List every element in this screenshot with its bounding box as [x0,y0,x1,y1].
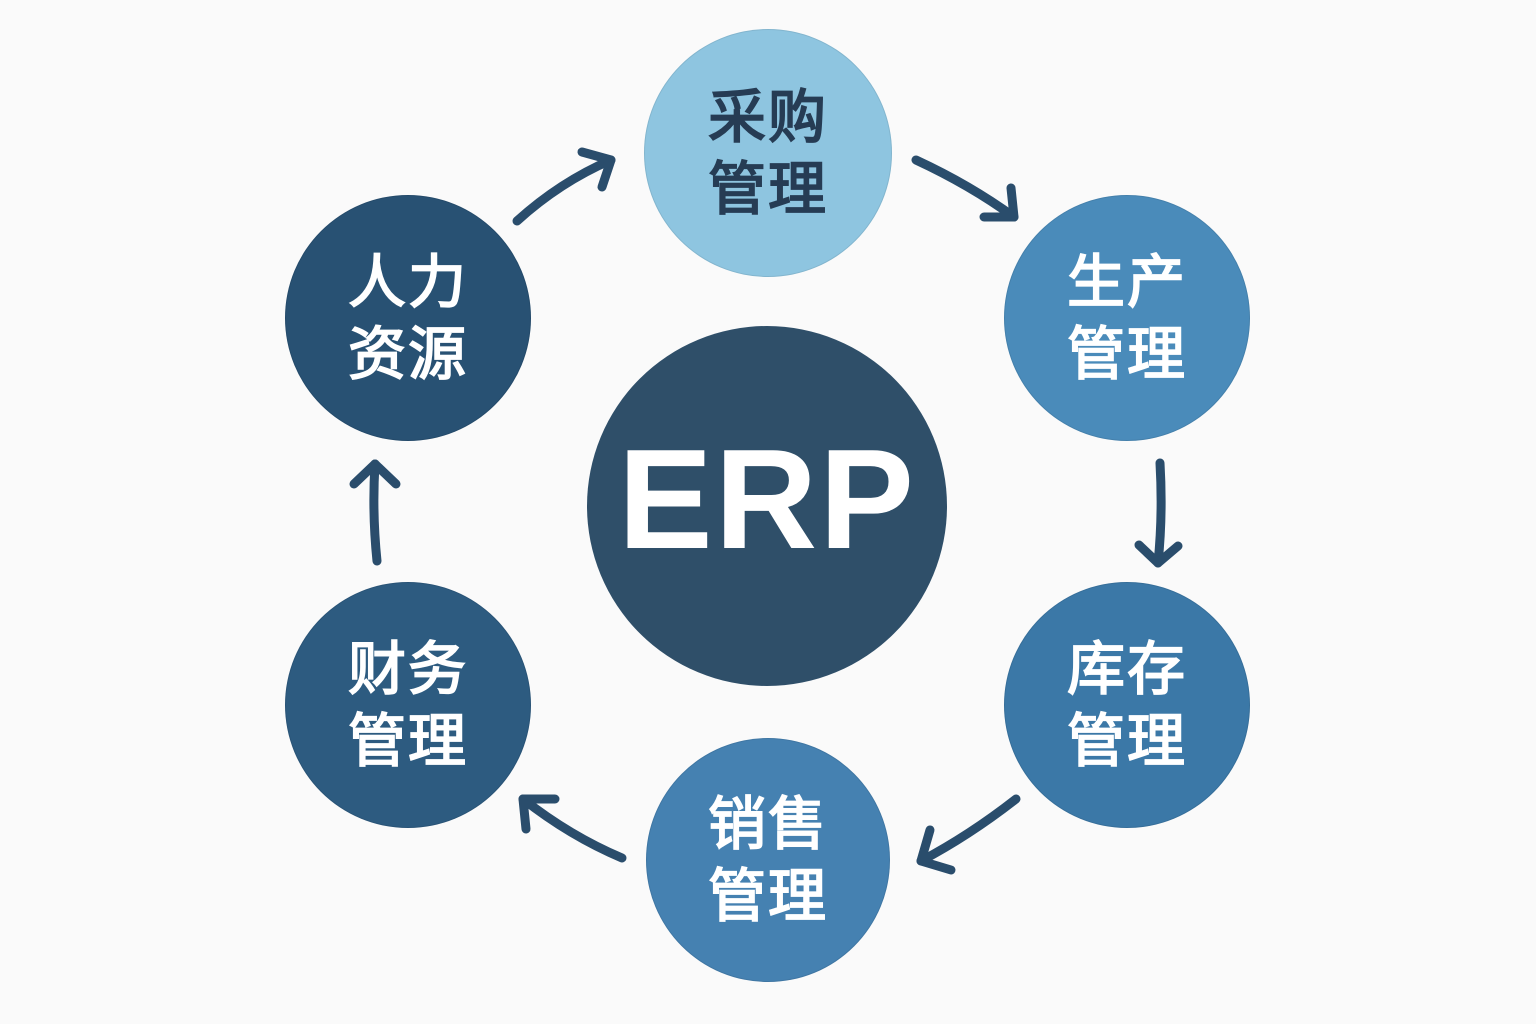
flow-arrow-inventory-to-sales [916,794,1021,875]
module-label-line-1: 人力 [347,248,468,316]
arrow-shaft [916,794,1021,866]
flow-arrow-hr-to-purchasing [512,147,616,226]
flow-arrow-sales-to-finance [518,794,627,863]
arrow-shaft [518,794,627,863]
erp-label: ERP [618,420,916,579]
module-production: 生产 管理 [1004,195,1250,441]
module-label-line-2: 管理 [347,707,468,775]
arrow-head-icon [349,459,401,489]
arrow-head-icon [916,825,956,875]
module-label-line-2: 管理 [707,862,828,930]
arrow-head-icon [1134,540,1183,568]
module-sales: 销售 管理 [646,738,890,982]
arrow-head-icon [979,183,1019,222]
module-label-line-1: 库存 [1066,635,1187,703]
arrow-shaft [512,155,616,226]
module-label-line-1: 采购 [707,83,828,151]
module-hr: 人力 资源 [285,195,531,441]
arrow-shaft [1153,458,1166,568]
module-label-line-1: 销售 [707,790,828,858]
module-label-line-2: 管理 [707,155,828,223]
flow-arrow-production-to-inventory [1134,458,1183,568]
module-label-line-2: 管理 [1066,320,1187,388]
arrow-head-icon [577,147,616,192]
module-label-line-2: 管理 [1066,707,1187,775]
module-inventory: 库存 管理 [1004,582,1250,828]
arrow-shaft [911,155,1019,222]
erp-center-node: ERP [587,326,947,686]
module-purchasing: 采购 管理 [644,29,892,277]
module-label-line-2: 资源 [347,320,468,388]
arrow-shaft [369,459,382,566]
module-finance: 财务 管理 [285,582,531,828]
module-label-line-1: 生产 [1066,248,1187,316]
module-label-line-1: 财务 [347,635,468,703]
flow-arrow-purchasing-to-production [911,155,1019,222]
flow-arrow-finance-to-hr [349,459,401,566]
arrow-head-icon [518,794,560,834]
